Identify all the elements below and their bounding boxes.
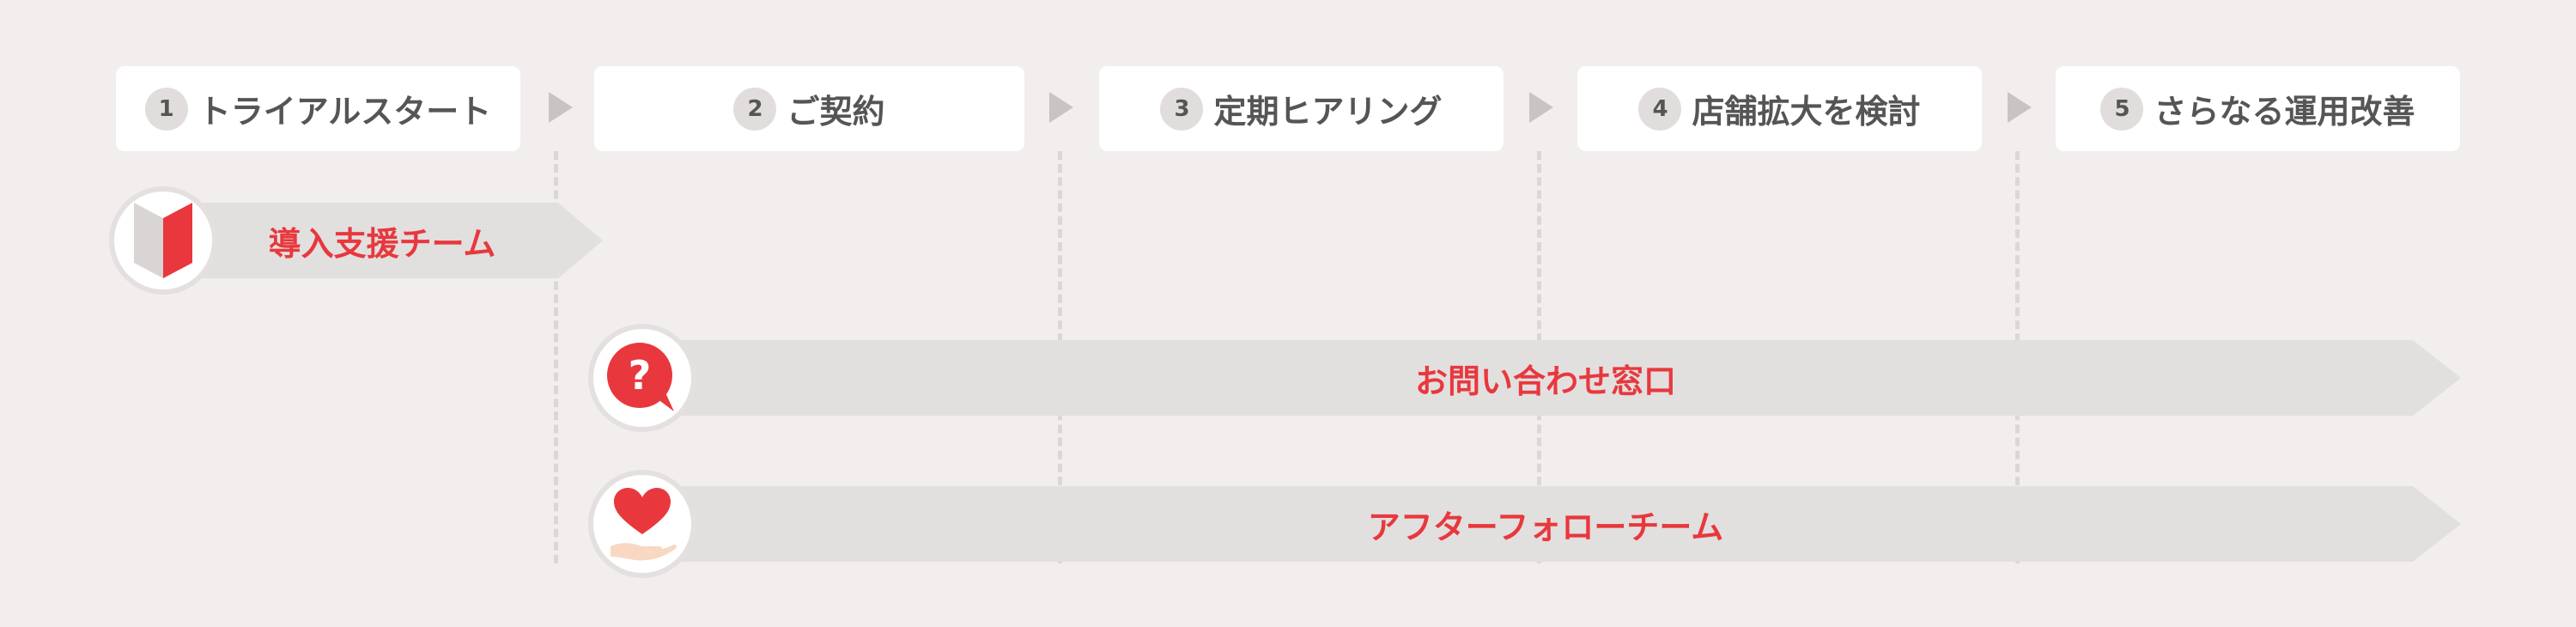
- step-arrow-icon: [2008, 92, 2032, 123]
- step-label: トライアルスタート: [197, 93, 492, 131]
- team-band-onboarding: [172, 203, 603, 278]
- step-label: さらなる運用改善: [2154, 93, 2415, 131]
- step-arrow-icon: [1529, 92, 1553, 123]
- step-number: 3: [1160, 87, 1204, 131]
- step-label: 定期ヒアリング: [1213, 93, 1443, 131]
- heart-hand-icon: [611, 488, 677, 561]
- step-number: 1: [144, 87, 188, 131]
- team-label-inquiry: お問い合わせ窓口: [1414, 362, 1676, 400]
- step-number: 5: [2100, 87, 2144, 131]
- aftercare-circle: [588, 470, 696, 578]
- onboarding-circle: [109, 186, 217, 295]
- divider-line: [554, 151, 558, 563]
- step-4: 4 店舗拡大を検討: [1577, 66, 1982, 151]
- svg-text:?: ?: [629, 352, 652, 399]
- step-arrow-icon: [549, 92, 573, 123]
- team-band-aftercare: [653, 486, 2461, 562]
- step-number: 2: [733, 87, 777, 131]
- step-arrow-icon: [1049, 92, 1073, 123]
- step-1: 1 トライアルスタート: [116, 66, 520, 151]
- step-label: ご契約: [787, 93, 885, 131]
- step-label: 店舗拡大を検討: [1692, 93, 1921, 131]
- team-label-onboarding: 導入支援チーム: [268, 224, 496, 263]
- step-3: 3 定期ヒアリング: [1099, 66, 1504, 151]
- beginner-mark-icon: [134, 203, 192, 278]
- step-number: 4: [1638, 87, 1682, 131]
- inquiry-circle: ?: [588, 324, 696, 432]
- step-2: 2 ご契約: [594, 66, 1024, 151]
- question-bubble-icon: ?: [607, 343, 674, 411]
- team-label-aftercare: アフターフォローチーム: [1367, 508, 1724, 546]
- step-5: 5 さらなる運用改善: [2056, 66, 2460, 151]
- team-band-inquiry: [653, 340, 2461, 416]
